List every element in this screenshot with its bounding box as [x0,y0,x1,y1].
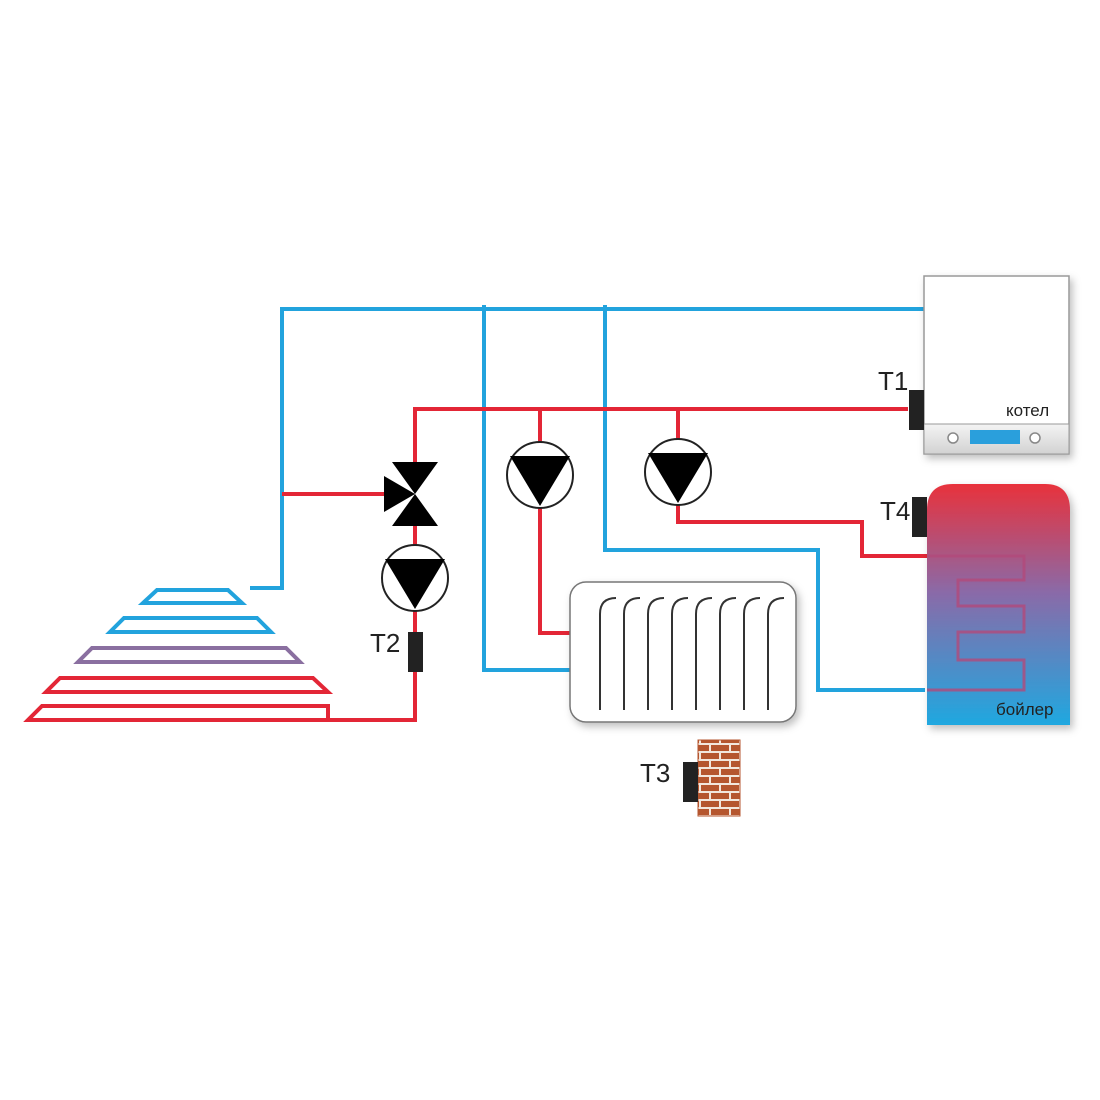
boiler-knob-right [1029,432,1041,444]
floor-loop-1 [137,588,248,605]
radiator [569,581,797,723]
supply-radiator-line [538,508,570,635]
return-tank-line [603,305,925,692]
return-main-line [250,307,924,590]
sensor-t4-label: T4 [880,496,910,526]
sensor-t1 [909,390,924,430]
radiator-fins [599,597,785,710]
pump-arrow-down-icon [385,559,445,609]
underfloor-heating-loops [23,588,334,722]
supply-tank-line [676,505,927,558]
boiler-label: котел [1006,401,1049,420]
tank-circuit-pump [644,438,712,506]
outdoor-sensor-t3 [683,739,741,817]
return-radiator-line [482,305,570,672]
return-pipes [250,305,925,692]
gas-boiler [923,275,1070,455]
sensor-t2 [408,632,423,672]
water-heater-label: бойлер [996,700,1054,719]
pump-arrow-down-icon [648,453,708,503]
brick-wall-icon [697,739,741,817]
three-way-mixing-valve [384,462,438,526]
valve-left-icon [384,476,415,512]
floor-supply-return [328,670,417,722]
sensor-t4 [912,497,927,537]
boiler-knob-left [947,432,959,444]
tank-coil [927,554,1026,692]
supply-pipes [282,407,927,722]
sensor-t2-label: T2 [370,628,400,658]
sensor-t3-label: T3 [640,758,670,788]
floor-loop-5 [23,704,330,722]
sensor-t1-label: T1 [878,366,908,396]
boiler-display [970,430,1020,444]
supply-main-line [413,407,908,462]
radiator-body [569,581,797,723]
floor-loop-4 [41,676,334,694]
valve-top-icon [392,462,438,494]
floor-loop-2 [105,616,276,634]
pump-arrow-down-icon [510,456,570,506]
radiator-circuit-pump [506,441,574,509]
valve-bottom-icon [392,494,438,526]
floor-loop-3 [73,646,305,664]
floor-circuit-pump [381,544,449,612]
